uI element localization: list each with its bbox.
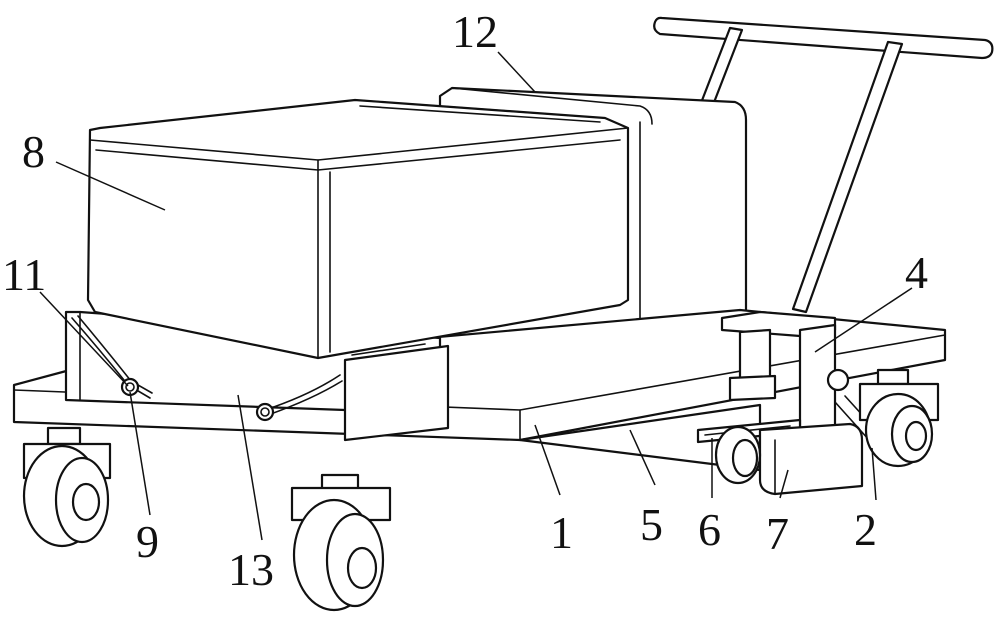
label-13: 13 [228,544,274,595]
label-12: 12 [452,6,498,57]
label-6: 6 [698,504,721,555]
label-4: 4 [905,247,928,298]
label-9: 9 [136,516,159,567]
caster-wheel-rear-middle [716,427,760,483]
caster-wheel-front-center [292,475,390,610]
label-5: 5 [640,499,663,550]
label-2: 2 [854,504,877,555]
label-11: 11 [2,249,46,300]
label-1: 1 [550,507,573,558]
caster-wheel-front-left [24,428,110,546]
label-8: 8 [22,126,45,177]
label-7: 7 [766,508,789,559]
